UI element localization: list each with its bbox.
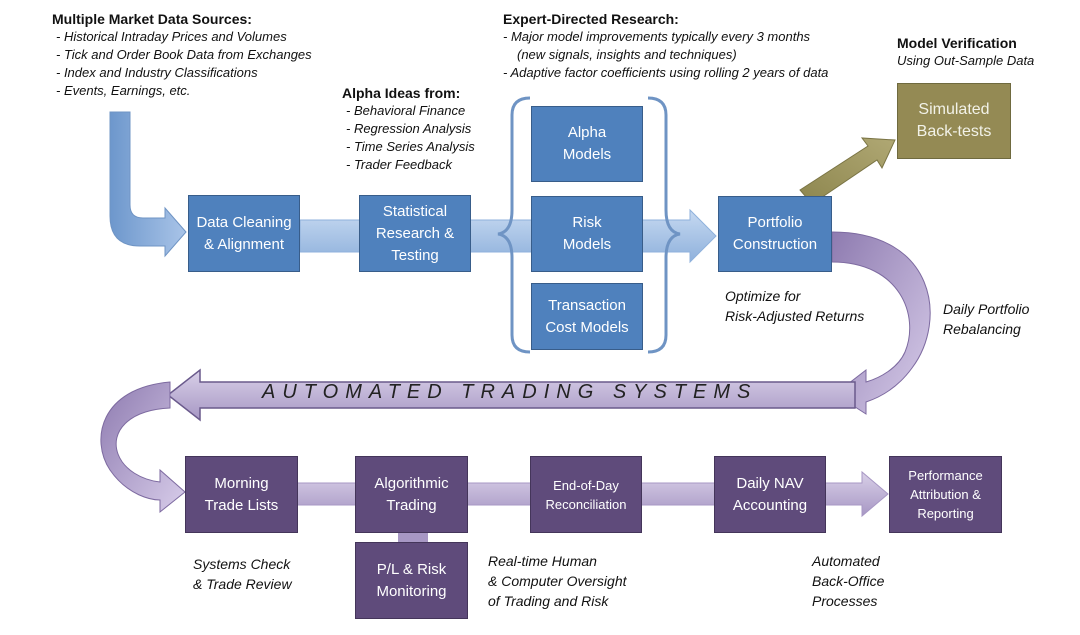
daily-nav-label: Daily NAV Accounting: [732, 474, 808, 514]
sources-elbow-arrow: [109, 111, 187, 258]
pl-risk-monitoring-box: P/L & Risk Monitoring: [355, 542, 468, 619]
statistical-research-box: Statistical Research & Testing: [359, 195, 471, 272]
caption-line: Optimize for: [725, 288, 801, 304]
optimize-caption: Optimize for Risk-Adjusted Returns: [725, 286, 864, 326]
automated-trading-banner-arrow: [166, 368, 856, 422]
pl-connector: [398, 530, 428, 544]
rebalancing-caption: Daily Portfolio Rebalancing: [943, 299, 1029, 339]
algorithmic-trading-box: Algorithmic Trading: [355, 456, 468, 533]
end-of-day-reconciliation-box: End-of-Day Reconciliation: [530, 456, 642, 533]
pl-risk-monitoring-label: P/L & Risk Monitoring: [376, 560, 447, 600]
alpha-models-label: Alpha Models: [562, 124, 612, 163]
caption-line: Real-time Human: [488, 553, 597, 569]
portfolio-construction-box: Portfolio Construction: [718, 196, 832, 272]
simulated-backtests-label: Simulated Back-tests: [916, 101, 992, 140]
left-brace: [497, 96, 531, 354]
alpha-ideas-item: - Behavioral Finance: [346, 103, 466, 118]
transaction-cost-models-box: Transaction Cost Models: [531, 283, 643, 350]
expert-item: - Adaptive factor coefficients using rol…: [503, 65, 829, 80]
oversight-caption: Real-time Human & Computer Oversight of …: [488, 551, 627, 611]
alpha-ideas-item: - Regression Analysis: [346, 121, 472, 136]
morning-trade-lists-label: Morning Trade Lists: [204, 474, 279, 514]
caption-line: Automated: [812, 553, 880, 569]
verification-heading: Model Verification: [897, 35, 1017, 51]
risk-models-label: Risk Models: [562, 214, 612, 253]
daily-nav-accounting-box: Daily NAV Accounting: [714, 456, 826, 533]
performance-attribution-box: Performance Attribution & Reporting: [889, 456, 1002, 533]
statistical-research-label: Statistical Research & Testing: [375, 202, 455, 264]
expert-research-note: Expert-Directed Research: - Major model …: [503, 10, 828, 82]
caption-line: & Trade Review: [193, 576, 292, 592]
algorithmic-trading-label: Algorithmic Trading: [374, 474, 449, 514]
verification-subheading: Using Out-Sample Data: [897, 53, 1035, 68]
caption-line: Risk-Adjusted Returns: [725, 308, 865, 324]
caption-line: Rebalancing: [943, 321, 1021, 337]
caption-line: Daily Portfolio: [943, 301, 1030, 317]
caption-line: Systems Check: [193, 556, 291, 572]
sources-heading: Multiple Market Data Sources:: [52, 11, 252, 27]
sources-item: - Historical Intraday Prices and Volumes: [56, 29, 287, 44]
simulated-backtests-box: Simulated Back-tests: [897, 83, 1011, 159]
alpha-ideas-heading: Alpha Ideas from:: [342, 85, 461, 101]
rebalancing-curve-arrow: [831, 231, 931, 415]
portfolio-construction-label: Portfolio Construction: [732, 214, 818, 253]
left-curve-arrow: [100, 381, 186, 514]
caption-line: of Trading and Risk: [488, 593, 609, 609]
alpha-ideas-item: - Time Series Analysis: [346, 139, 475, 154]
data-cleaning-box: Data Cleaning & Alignment: [188, 195, 300, 272]
performance-attribution-label: Performance Attribution & Reporting: [908, 468, 983, 521]
expert-item: (new signals, insights and techniques): [517, 47, 737, 62]
alpha-ideas-note: Alpha Ideas from: - Behavioral Finance -…: [342, 84, 475, 174]
verification-note: Model Verification Using Out-Sample Data: [897, 34, 1034, 70]
expert-item: - Major model improvements typically eve…: [503, 29, 811, 44]
alpha-ideas-item: - Trader Feedback: [346, 157, 452, 172]
expert-heading: Expert-Directed Research:: [503, 11, 679, 27]
sources-item: - Index and Industry Classifications: [56, 65, 258, 80]
alpha-models-box: Alpha Models: [531, 106, 643, 182]
risk-models-box: Risk Models: [531, 196, 643, 272]
sources-note: Multiple Market Data Sources: - Historic…: [52, 10, 312, 100]
end-of-day-label: End-of-Day Reconciliation: [545, 477, 627, 512]
right-brace: [647, 96, 681, 354]
data-cleaning-label: Data Cleaning & Alignment: [196, 213, 292, 253]
systems-check-caption: Systems Check & Trade Review: [193, 554, 292, 594]
caption-line: Processes: [812, 593, 878, 609]
caption-line: Back-Office: [812, 573, 885, 589]
back-office-caption: Automated Back-Office Processes: [812, 551, 884, 611]
morning-trade-lists-box: Morning Trade Lists: [185, 456, 298, 533]
sources-item: - Events, Earnings, etc.: [56, 83, 191, 98]
sources-item: - Tick and Order Book Data from Exchange…: [56, 47, 312, 62]
automated-trading-banner: AUTOMATED TRADING SYSTEMS: [262, 381, 758, 403]
transaction-cost-label: Transaction Cost Models: [545, 296, 629, 336]
backtest-arrow: [799, 137, 896, 205]
caption-line: & Computer Oversight: [488, 573, 627, 589]
